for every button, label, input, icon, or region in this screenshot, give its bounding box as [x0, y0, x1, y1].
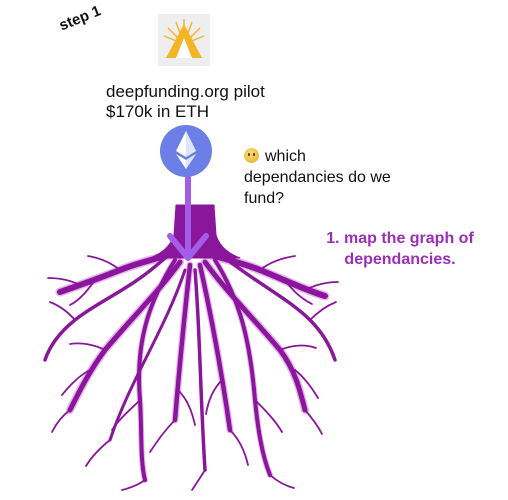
- down-arrow-icon: [167, 167, 209, 261]
- pilot-name: deepfunding.org pilot: [106, 82, 265, 101]
- question-block: which dependancies do we fund?: [244, 146, 391, 209]
- thinking-emoji-icon: [244, 148, 259, 163]
- question-line-1: which: [265, 148, 306, 165]
- pilot-description: deepfunding.org pilot $170k in ETH: [106, 82, 265, 122]
- callout-line-1: 1. map the graph of: [326, 230, 474, 247]
- question-line-3: fund?: [244, 190, 285, 207]
- root-tree: [43, 204, 339, 491]
- deepfunding-logo-icon: [158, 14, 210, 66]
- ethereum-icon: [160, 125, 212, 177]
- pilot-amount: $170k in ETH: [106, 102, 209, 121]
- callout-line-2: dependancies.: [344, 251, 456, 268]
- question-line-2: dependancies do we: [244, 169, 391, 186]
- callout-step: 1. map the graph of dependancies.: [300, 228, 500, 270]
